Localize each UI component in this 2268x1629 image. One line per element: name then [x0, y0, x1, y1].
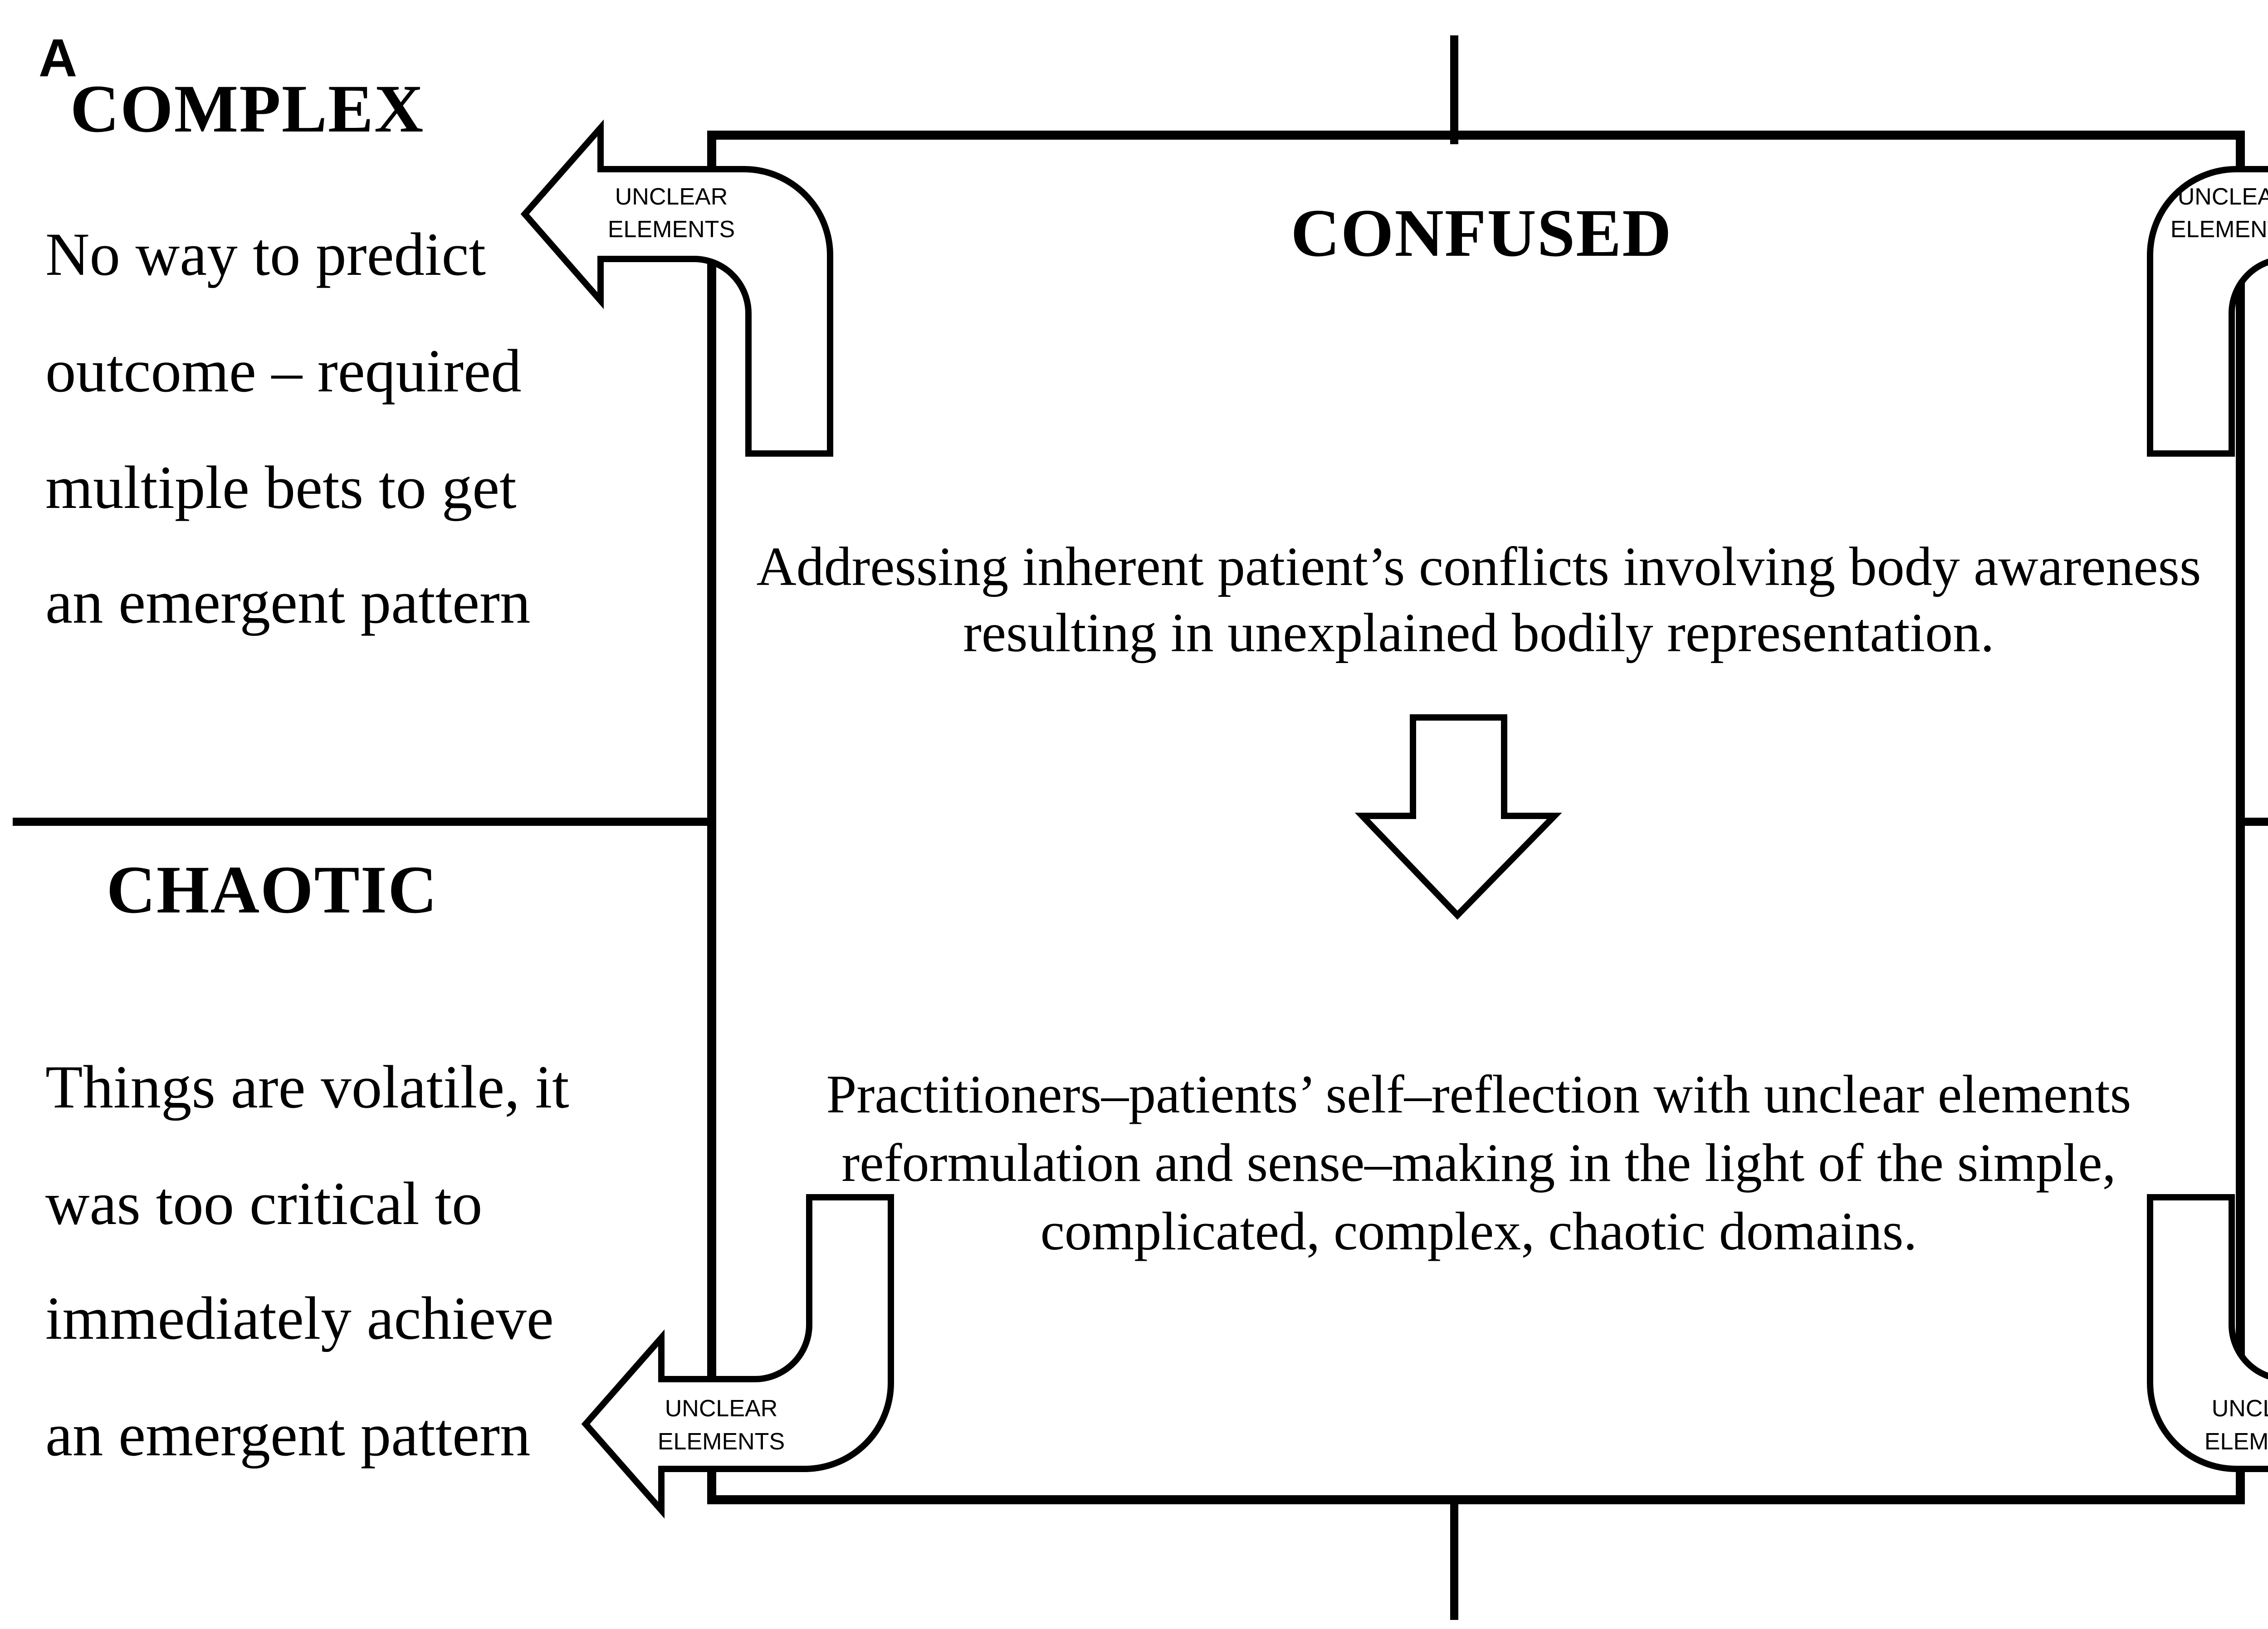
arrow-label-top-left-line2: ELEMENTS [608, 216, 735, 243]
down-arrow-icon [1354, 714, 1562, 920]
arrow-label-bottom-left-line2: ELEMENTS [658, 1429, 785, 1455]
center-paragraph-upper-line: resulting in unexplained bodily represen… [963, 602, 1994, 663]
center-paragraph-lower: Practitioners–patients’ self–reflection … [826, 1060, 2131, 1265]
central-box-border [707, 131, 2245, 1504]
arrow-label-top-right-line2: ELEMENTS [2170, 216, 2268, 243]
unclear-elements-arrow-top-right-icon [2147, 166, 2268, 457]
figure-panel-label: A [39, 28, 78, 88]
center-paragraph-upper: Addressing inherent patient’s conflicts … [757, 534, 2201, 666]
arrow-label-top-right-line1: UNCLEAR [2178, 184, 2268, 210]
unclear-elements-arrow-bottom-right-icon [2147, 1194, 2268, 1472]
complex-description-line: outcome – required [45, 337, 522, 405]
chaotic-description-line: an emergent pattern [45, 1401, 531, 1469]
complex-description-line: an emergent pattern [45, 569, 531, 636]
quadrant-title-complex: COMPLEX [70, 71, 425, 146]
arrow-label-top-left-line1: UNCLEAR [615, 184, 728, 210]
arrow-label-bottom-right-line2: ELEMENTS [2204, 1429, 2268, 1455]
unclear-elements-arrow-bottom-left-icon [581, 1194, 894, 1519]
chaotic-description-line: was too critical to [45, 1170, 483, 1238]
arrow-label-bottom-right-line1: UNCLEAR [2212, 1395, 2268, 1422]
center-paragraph-lower-line: Practitioners–patients’ self–reflection … [826, 1064, 2131, 1124]
arrow-label-bottom-left-line1: UNCLEAR [665, 1395, 778, 1422]
complex-description-line: No way to predict [45, 221, 486, 288]
quadrant-title-chaotic: CHAOTIC [106, 852, 438, 927]
unclear-elements-arrow-top-left-icon [520, 119, 833, 457]
center-title-confused: CONFUSED [1290, 195, 1672, 271]
chaotic-description-line: Things are volatile, it [45, 1053, 569, 1121]
center-paragraph-upper-line: Addressing inherent patient’s conflicts … [756, 536, 2201, 597]
center-paragraph-lower-line: reformulation and sense–making in the li… [841, 1132, 2116, 1193]
center-paragraph-lower-line: complicated, complex, chaotic domains. [1040, 1201, 1917, 1261]
complex-description-line: multiple bets to get [45, 454, 517, 522]
chaotic-description-line: immediately achieve [45, 1285, 554, 1352]
